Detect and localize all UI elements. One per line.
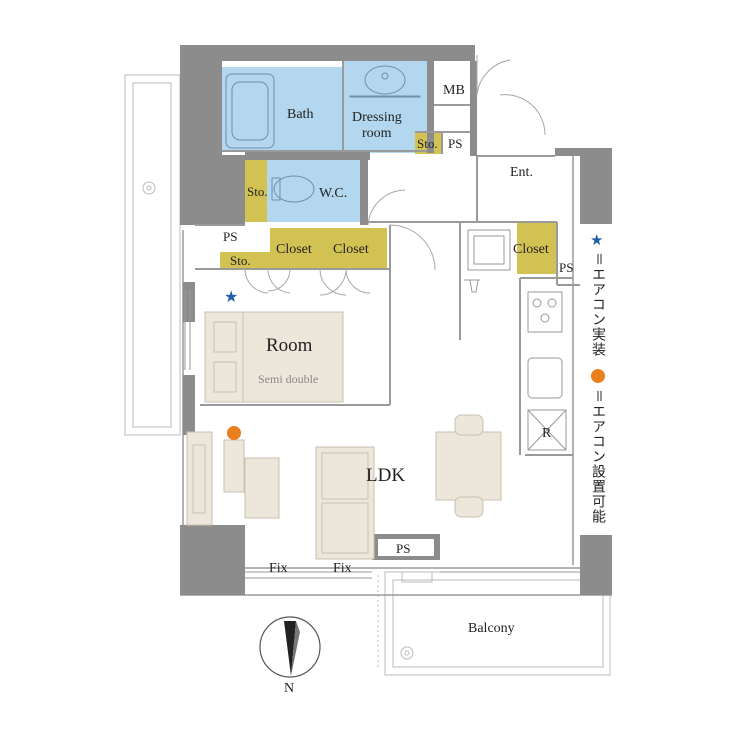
windows [184, 290, 580, 579]
closet-2-area [327, 228, 387, 269]
wet-areas [222, 61, 427, 222]
mb-label: MB [443, 83, 465, 98]
bath-fixtures [225, 65, 421, 203]
refrigerator-box [527, 409, 567, 451]
entrance-label: Ent. [510, 165, 533, 180]
north-label: N [284, 681, 294, 696]
ps-ent-label: PS [559, 260, 573, 275]
bath-label: Bath [287, 107, 313, 122]
room-label: Room [266, 335, 313, 356]
ac-installable-dot [227, 426, 241, 440]
dining-chair-bottom [454, 496, 484, 518]
kitchen [464, 229, 567, 451]
kitchen-sink [467, 229, 511, 271]
room-bed-label: Semi double [258, 372, 318, 386]
sto-wc-label: Sto. [247, 184, 268, 199]
dressing-area [343, 61, 427, 153]
ac-legend: ★ ＝エアコン実装 ＝エアコン設置可能 [590, 231, 606, 524]
walls [180, 45, 612, 595]
refrigerator-label: R [542, 426, 552, 441]
fix-1-label: Fix [269, 561, 288, 576]
storage-areas [220, 132, 557, 274]
ps-top-label: PS [448, 136, 462, 151]
dining-chair-top [454, 414, 484, 436]
fix-2-label: Fix [333, 561, 352, 576]
wc-label: W.C. [319, 186, 347, 201]
legend-installed-star-icon: ★ [590, 231, 603, 249]
sto-room-area [220, 252, 270, 269]
sto-wc-area [245, 160, 267, 222]
legend-installed-text: ＝エアコン実装 [590, 252, 606, 357]
dressing-label-line2: room [362, 126, 392, 141]
legend-installable-text: ＝エアコン設置可能 [590, 389, 606, 524]
closet-ent-area [517, 222, 557, 274]
ldk-ps-box [378, 539, 434, 556]
dining-table [435, 431, 502, 501]
ldk-label: LDK [366, 465, 405, 486]
closet-1-label: Closet [276, 242, 312, 257]
closet-ent-label: Closet [513, 242, 549, 257]
desk [223, 439, 245, 493]
stove [527, 291, 563, 333]
compass-ring [259, 616, 321, 678]
sink [364, 65, 406, 95]
bath-area [222, 67, 343, 151]
sto-room-label: Sto. [230, 253, 251, 268]
interior-walls [195, 61, 580, 456]
counter-sink [527, 357, 563, 399]
balcony-label: Balcony [468, 621, 515, 636]
toilet [273, 175, 315, 203]
compass: N [259, 616, 321, 696]
furniture [186, 311, 502, 560]
dressing-label-line1: Dressing [352, 110, 402, 125]
ps-ldk-label: PS [396, 541, 410, 556]
legend-installable-dot-icon [591, 369, 605, 383]
chair [244, 457, 280, 519]
sto-dressing-label: Sto. [417, 136, 438, 151]
closet-1-area [270, 228, 327, 269]
ac-installed-star: ★ [224, 287, 238, 306]
closet-2-label: Closet [333, 242, 369, 257]
left-balcony [124, 74, 181, 436]
compass-needle-icon [284, 621, 296, 676]
bathtub [225, 73, 275, 149]
ps-room-label: PS [223, 229, 237, 244]
